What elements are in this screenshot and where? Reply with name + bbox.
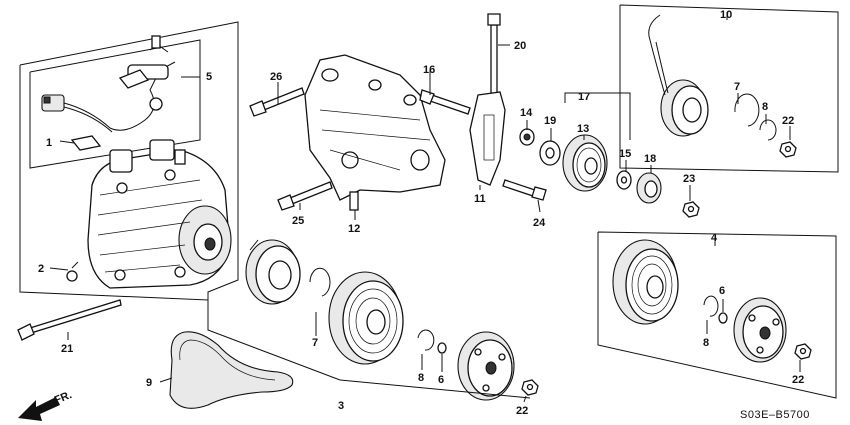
callout-22-lower: 22 <box>516 405 528 417</box>
callout-9: 9 <box>146 377 152 389</box>
pulley-cover-18 <box>636 172 662 204</box>
callout-11: 11 <box>474 193 486 205</box>
callout-16: 16 <box>423 64 435 76</box>
clutch-kit-box-4 <box>597 231 837 399</box>
callout-24: 24 <box>533 217 546 229</box>
callout-7-upper: 7 <box>734 81 740 93</box>
callout-19: 19 <box>544 115 556 127</box>
callout-4: 4 <box>711 232 718 244</box>
bolt-25 <box>277 181 333 211</box>
field-coil-lower <box>245 239 301 305</box>
callout-12: 12 <box>348 223 360 235</box>
callout-7-lower: 7 <box>312 337 318 349</box>
callout-13: 13 <box>577 123 589 135</box>
compressor-bracket <box>304 54 446 211</box>
harness-clip <box>70 135 102 151</box>
field-coil-10 <box>648 14 709 137</box>
washer-19 <box>539 140 561 166</box>
clutch-pulley-4 <box>612 239 679 325</box>
drive-belt-9 <box>169 331 294 409</box>
diagram-code: S03E–B5700 <box>740 409 810 421</box>
callout-17: 17 <box>578 91 590 103</box>
callout-1: 1 <box>46 137 52 149</box>
leader-lines <box>49 12 801 403</box>
nut-22-upper <box>779 141 797 158</box>
compressor-body <box>87 139 232 289</box>
compressor-clutch-pulley <box>328 271 404 365</box>
bolt-16 <box>419 89 471 115</box>
callout-2: 2 <box>38 263 44 275</box>
clutch-kit-box-10 <box>619 4 839 173</box>
snap-ring-7-lower <box>309 267 331 297</box>
callout-18: 18 <box>644 153 656 165</box>
armature-plate-box4 <box>733 297 787 363</box>
callout-10: 10 <box>720 9 732 21</box>
idler-bracket <box>469 91 506 186</box>
callout-6-lower: 6 <box>438 374 444 386</box>
callout-14: 14 <box>520 107 533 119</box>
washer-15 <box>616 170 632 190</box>
long-bolt-21 <box>17 299 122 341</box>
spacer-14 <box>519 128 535 146</box>
shim-8-box4 <box>703 295 719 317</box>
callout-3: 3 <box>338 400 344 412</box>
shim-6-lower <box>437 342 447 354</box>
front-arrow-icon <box>18 397 60 421</box>
wiring-subgroup-outline <box>29 39 201 169</box>
callout-21: 21 <box>61 343 73 355</box>
bolt-24 <box>502 179 547 201</box>
nut-23 <box>682 201 700 218</box>
callout-6-box4: 6 <box>719 285 725 297</box>
callout-8-lower: 8 <box>418 372 424 384</box>
wiring-harness <box>41 35 176 133</box>
idler-pulley-13 <box>562 134 608 192</box>
callout-23: 23 <box>683 173 695 185</box>
callout-8-upper: 8 <box>762 101 768 113</box>
callout-22-box4: 22 <box>792 374 804 386</box>
armature-plate-lower <box>457 331 515 401</box>
nut-22-lower <box>521 379 539 396</box>
snap-ring-7-upper <box>734 93 760 127</box>
callout-25: 25 <box>292 215 304 227</box>
shim-8-upper <box>759 119 777 141</box>
front-indicator-label: FR. <box>53 389 74 407</box>
shim-6-box4 <box>718 312 728 324</box>
bolt-26 <box>249 87 305 117</box>
callout-26: 26 <box>270 71 282 83</box>
shim-8-lower <box>417 329 435 351</box>
callout-5: 5 <box>206 71 212 83</box>
callout-20: 20 <box>514 40 526 52</box>
callout-8-box4: 8 <box>703 337 709 349</box>
small-bolt <box>66 261 79 282</box>
long-bolt-20 <box>487 13 501 101</box>
nut-22-box4 <box>794 343 812 360</box>
callout-15: 15 <box>619 148 631 160</box>
callout-22-upper: 22 <box>782 115 794 127</box>
